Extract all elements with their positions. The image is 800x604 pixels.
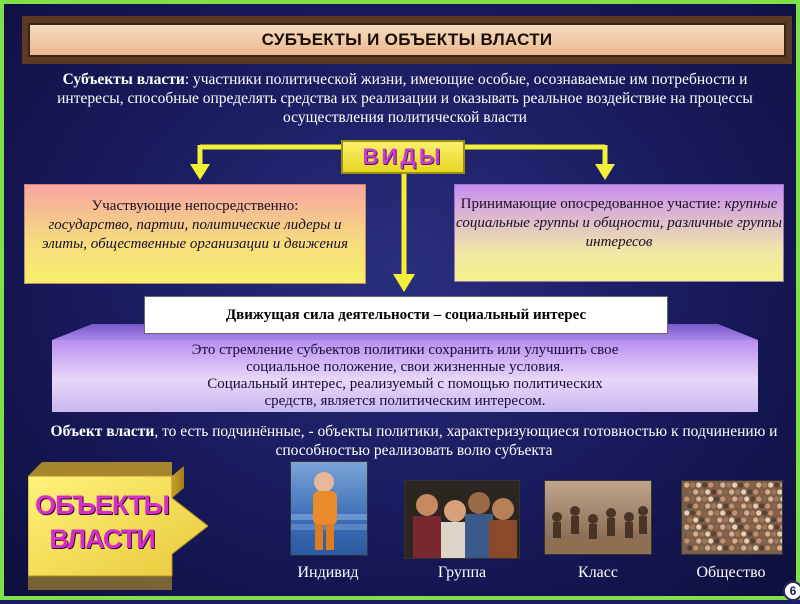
object-definition: Объект власти, то есть подчинённые, - об… <box>34 422 794 460</box>
subjects-term: Субъекты власти <box>62 71 185 88</box>
objects-arrow-block <box>28 462 208 590</box>
slide-title: СУБЪЕКТЫ И ОБЪЕКТЫ ВЛАСТИ <box>28 23 786 57</box>
caption-individual: Индивид <box>297 564 359 581</box>
direct-participants-heading: Участвующие непосредственно: <box>91 198 299 214</box>
indirect-participants-items: крупные социальные группы и общности, ра… <box>456 196 782 250</box>
indirect-participants-box: Принимающие опосредованное участие: круп… <box>454 184 784 282</box>
individual-image <box>290 461 368 556</box>
subjects-definition-text: : участники политической жизни, имеющие … <box>57 71 753 126</box>
class-image <box>544 480 652 555</box>
vidy-label: ВИДЫ <box>341 140 465 174</box>
group-image <box>404 480 520 559</box>
interest-line-1: Это стремление субъектов политики сохран… <box>191 342 619 358</box>
interest-line-2: социальное положение, свои жизненные усл… <box>246 359 564 375</box>
caption-society: Общество <box>696 564 766 581</box>
object-definition-text: , то есть подчинённые, - объекты политик… <box>154 423 778 459</box>
objects-of-power-title: ОБЪЕКТЫ ВЛАСТИ <box>32 488 172 556</box>
interest-line-4: средств, является политическим интересом… <box>264 393 546 409</box>
caption-group: Группа <box>437 564 487 581</box>
indirect-participants-heading: Принимающие опосредованное участие: <box>460 196 721 212</box>
driving-force-label: Движущая сила деятельности – социальный … <box>144 296 668 334</box>
object-term: Объект власти <box>50 423 155 440</box>
society-image <box>681 480 783 555</box>
direct-participants-box: Участвующие непосредственно: государство… <box>24 184 366 284</box>
caption-class: Класс <box>578 564 618 581</box>
objects-title-line-1: ОБЪЕКТЫ <box>35 490 170 520</box>
interest-line-3: Социальный интерес, реализуемый с помощь… <box>207 376 603 392</box>
direct-participants-items: государство, партии, политические лидеры… <box>42 217 348 252</box>
subjects-definition: Субъекты власти: участники политической … <box>40 70 770 127</box>
title-bar: СУБЪЕКТЫ И ОБЪЕКТЫ ВЛАСТИ <box>22 16 792 64</box>
objects-title-line-2: ВЛАСТИ <box>49 524 155 554</box>
interest-description: Это стремление субъектов политики сохран… <box>52 342 758 410</box>
connector-arrows <box>190 144 615 292</box>
page-number: 6 <box>783 581 800 601</box>
